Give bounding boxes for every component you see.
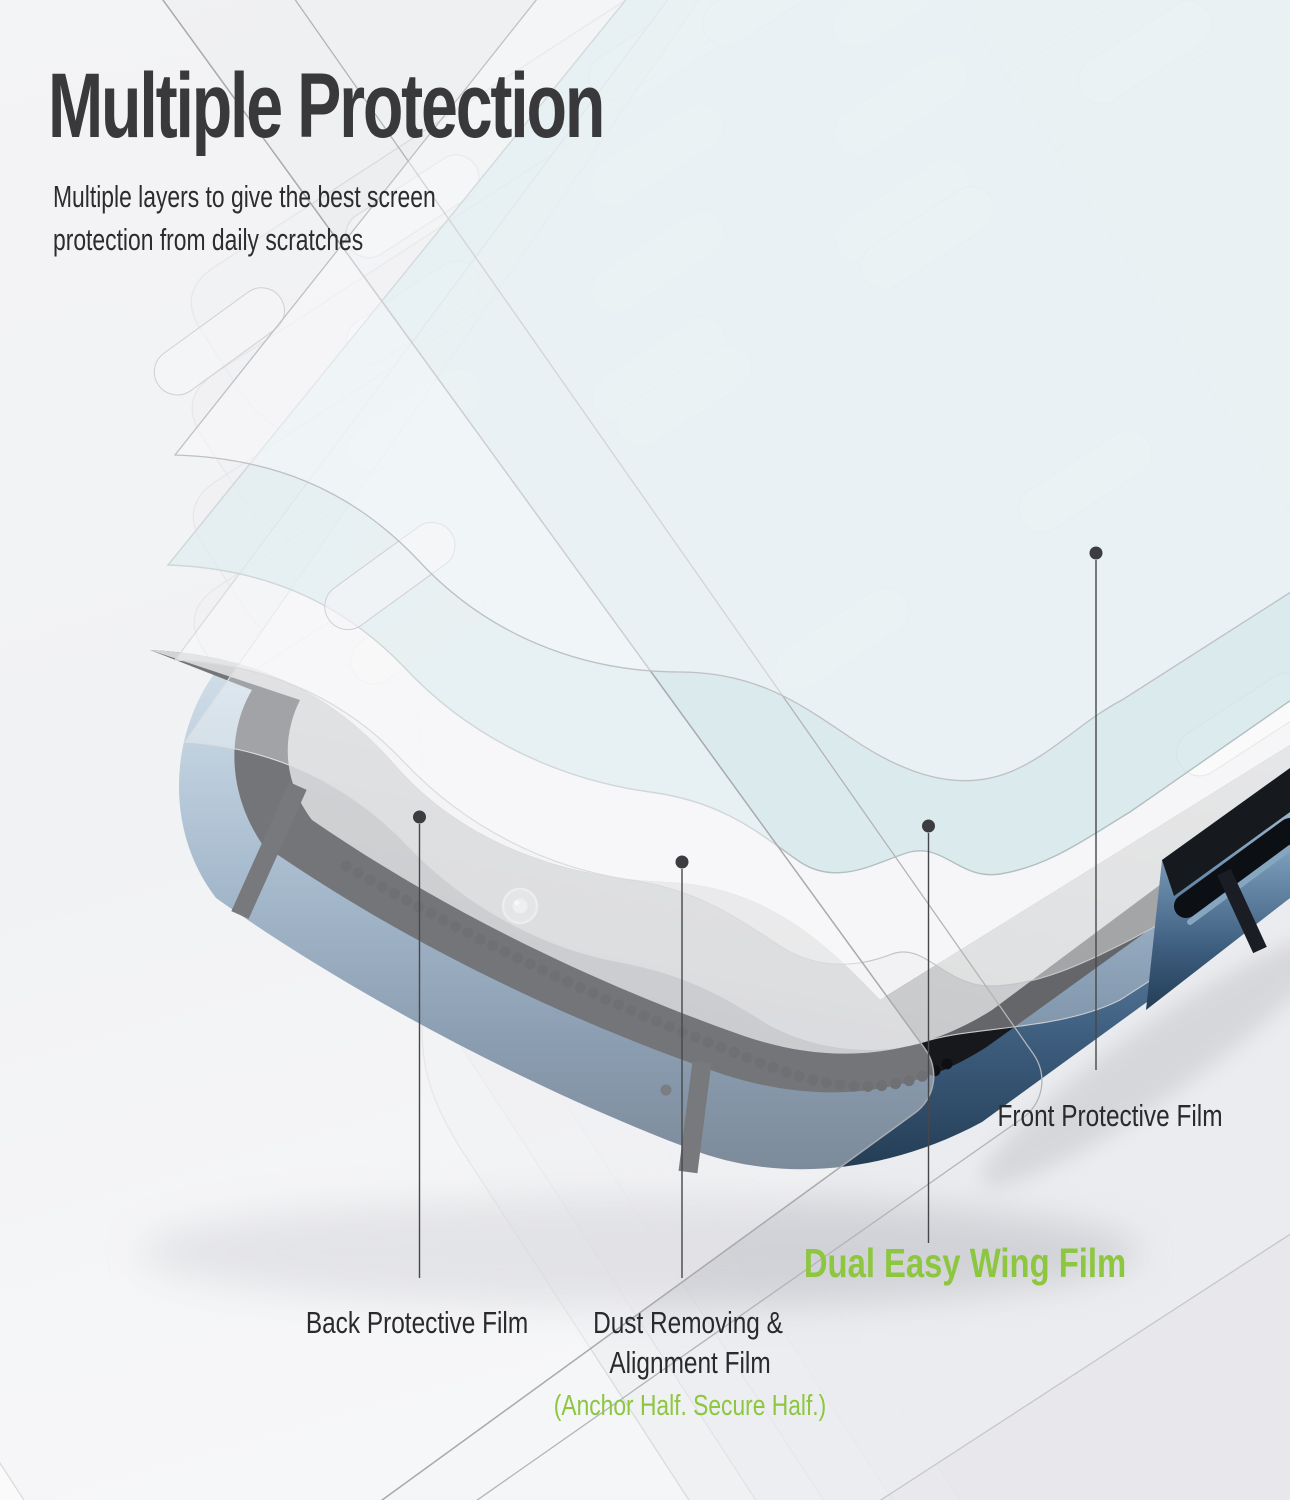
label-dust-removing-line1: Dust Removing &: [593, 1306, 783, 1340]
phone-screen: [150, 650, 1290, 1054]
label-dual-easy-wing-film: Dual Easy Wing Film: [803, 1240, 1127, 1286]
phone-rail-right: [1146, 768, 1290, 1010]
callout-dot-dust: [675, 855, 689, 869]
callout-dots: [413, 546, 1103, 869]
page-subtitle: Multiple layers to give the best screen …: [53, 176, 563, 262]
callout-dot-wing: [922, 819, 935, 833]
callout-dot-front: [1089, 546, 1103, 560]
page-title-text: Multiple Protection: [48, 55, 605, 157]
label-dust-removing-line2: Alignment Film: [609, 1346, 771, 1380]
callout-lines: [418, 560, 1097, 1278]
label-front-protective-film: Front Protective Film: [997, 1099, 1223, 1133]
antenna-band-right: [1217, 868, 1267, 954]
callout-dot-back: [413, 810, 426, 824]
page-title: Multiple Protection: [48, 56, 819, 156]
film-layer-front-edge: [173, 0, 1290, 782]
label-back-protective-film: Back Protective Film: [305, 1306, 529, 1340]
page-subtitle-text: Multiple layers to give the best screen …: [53, 180, 436, 257]
label-anchor-secure-note: (Anchor Half. Secure Half.): [553, 1390, 827, 1422]
